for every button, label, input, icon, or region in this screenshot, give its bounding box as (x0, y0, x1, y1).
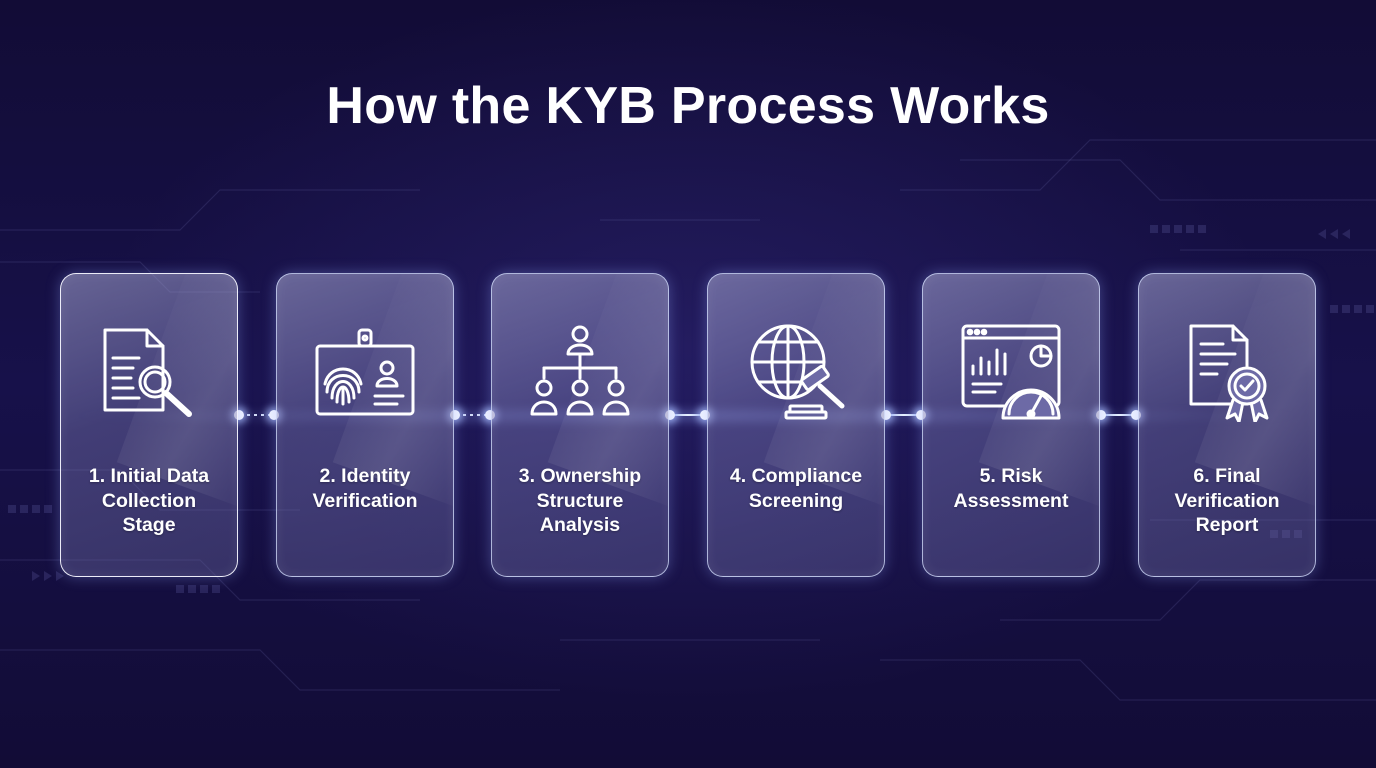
connector-dot (269, 410, 279, 420)
connector-2-3 (456, 414, 490, 416)
step-label-line: Report (1195, 514, 1259, 536)
step-label-line: 4. Compliance (729, 465, 863, 487)
step-label-line: Verification (312, 489, 418, 512)
step-label: 3. Ownership Structure Analysis (498, 464, 662, 538)
step-label-line: Screening (748, 489, 844, 512)
connector-dot (1096, 410, 1106, 420)
connector-dot (485, 410, 495, 420)
document-search-icon (103, 328, 192, 417)
step-label-line: Stage (122, 514, 176, 536)
step-label-line: 3. Ownership (518, 465, 642, 487)
connector-5-6 (1102, 414, 1136, 416)
id-card-fingerprint-icon (315, 328, 415, 416)
step-card-5: 5. Risk Assessment (922, 273, 1100, 577)
connector-4-5 (887, 414, 921, 416)
dashboard-gauge-icon (961, 324, 1061, 420)
step-card-1: 1. Initial Data Collection Stage (60, 273, 238, 577)
page-title: How the KYB Process Works (326, 77, 1050, 135)
connector-1-2 (240, 414, 274, 416)
step-label-line: Analysis (539, 514, 621, 536)
connector-dot (881, 410, 891, 420)
step-card-3: 3. Ownership Structure Analysis (491, 273, 669, 577)
connector-dot (916, 410, 926, 420)
step-label-line: Assessment (953, 489, 1069, 512)
certificate-badge-icon (1189, 324, 1269, 422)
step-card-2: 2. Identity Verification (276, 273, 454, 577)
connector-dot (450, 410, 460, 420)
connector-3-4 (671, 414, 705, 416)
step-label: 5. Risk Assessment (929, 464, 1093, 513)
step-card-4: 4. Compliance Screening (707, 273, 885, 577)
step-label-line: Structure (536, 489, 624, 512)
connector-dot (700, 410, 710, 420)
step-label-line: 6. Final (1193, 465, 1261, 487)
step-label: 6. Final Verification Report (1145, 464, 1309, 538)
org-chart-icon (530, 325, 630, 416)
connector-dot (1131, 410, 1141, 420)
step-label: 2. Identity Verification (283, 464, 447, 513)
connector-dot (665, 410, 675, 420)
connector-dot (234, 410, 244, 420)
step-label-line: 2. Identity (319, 465, 411, 487)
step-label: 4. Compliance Screening (714, 464, 878, 513)
step-label-line: 1. Initial Data (88, 465, 210, 487)
globe-gavel-icon (750, 324, 845, 420)
step-label-line: Collection (101, 489, 197, 512)
step-card-6: 6. Final Verification Report (1138, 273, 1316, 577)
step-label-line: 5. Risk (979, 465, 1043, 487)
step-label: 1. Initial Data Collection Stage (67, 464, 231, 538)
step-label-line: Verification (1174, 489, 1280, 512)
connector-glow (60, 405, 1316, 427)
